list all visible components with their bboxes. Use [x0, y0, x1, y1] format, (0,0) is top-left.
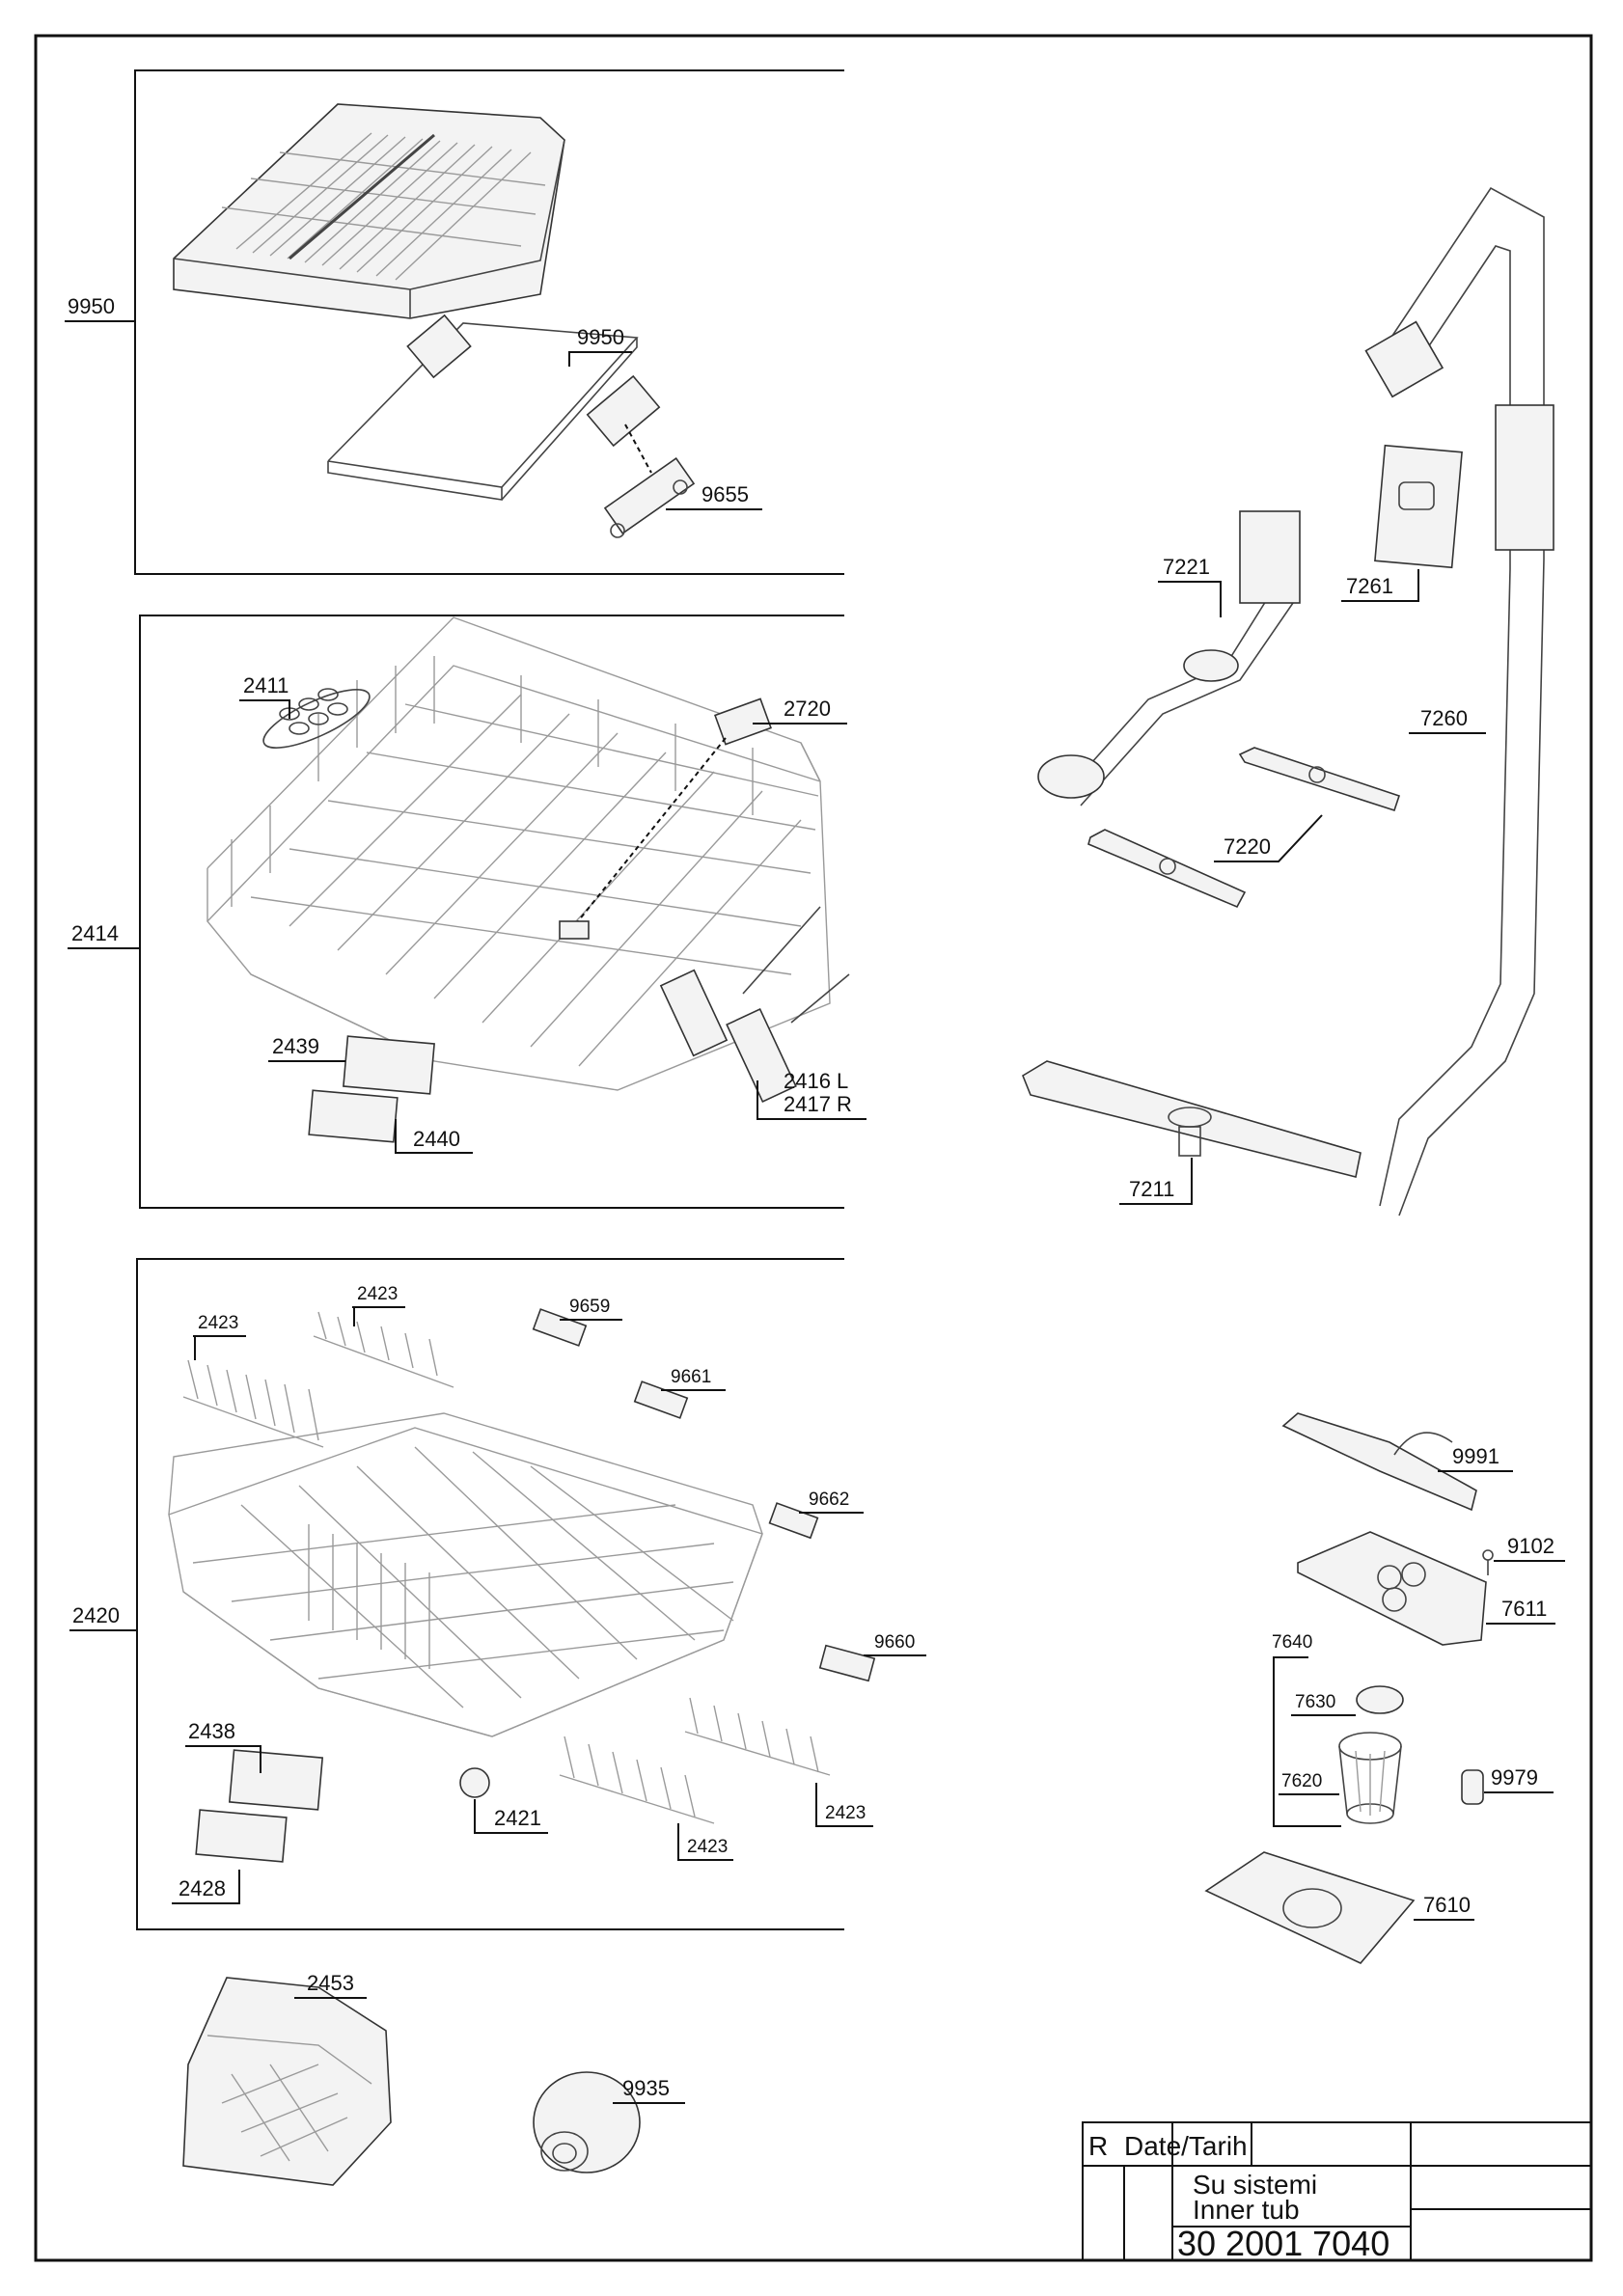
label-2416: 2416 L — [784, 1069, 848, 1093]
latch-2720-drawing — [714, 697, 772, 746]
clip-2439-drawing — [343, 1035, 435, 1095]
callouts: 9950 9950 9655 2414 2411 2720 2439 2440 … — [65, 294, 1565, 2104]
title-block-part-number: 30 2001 7040 — [1177, 2224, 1389, 2263]
clip-drawing — [559, 920, 590, 940]
label-2453: 2453 — [307, 1971, 354, 1995]
label-2428: 2428 — [179, 1876, 226, 1900]
label-2439: 2439 — [272, 1034, 319, 1058]
label-7221: 7221 — [1163, 555, 1210, 579]
filter-7620-drawing — [1338, 1732, 1402, 1824]
filter-7630-drawing — [1356, 1685, 1404, 1714]
cup-shelf-2411-drawing — [262, 688, 371, 749]
label-9655: 9655 — [701, 482, 749, 506]
label-2414: 2414 — [71, 921, 119, 945]
label-7610: 7610 — [1423, 1893, 1471, 1917]
label-9661: 9661 — [671, 1367, 711, 1387]
dash-9655 — [624, 424, 652, 474]
label-9102: 9102 — [1507, 1534, 1554, 1558]
label-9935: 9935 — [622, 2076, 670, 2100]
cap-9935-drawing — [533, 2071, 641, 2173]
holder-2453-drawing — [182, 1977, 392, 2186]
label-7611: 7611 — [1501, 1597, 1547, 1621]
label-7620: 7620 — [1281, 1771, 1322, 1791]
section-bracket-2420 — [136, 1258, 844, 1930]
label-7630: 7630 — [1295, 1692, 1335, 1712]
upper-basket-drawing — [206, 616, 831, 1091]
label-7640: 7640 — [1272, 1632, 1312, 1653]
water-tube-7260-drawing — [1364, 186, 1554, 1216]
label-9660: 9660 — [874, 1632, 915, 1653]
label-9950-left: 9950 — [68, 294, 115, 318]
screw-9102-drawing — [1482, 1549, 1494, 1561]
label-9662: 9662 — [809, 1490, 849, 1510]
section-bracket-2414 — [139, 615, 844, 1209]
spray-arm-7211-drawing — [1022, 1060, 1362, 1178]
clip-2438-drawing — [228, 1749, 324, 1811]
label-2417: 2417 R — [784, 1092, 852, 1116]
title-block-name-tr: Su sistemi — [1193, 2170, 1317, 2200]
dash-2720 — [573, 737, 727, 927]
label-9950-rail: 9950 — [577, 325, 624, 349]
tube-bracket-7261-drawing — [1374, 444, 1463, 569]
tray-rail-drawing — [327, 314, 661, 501]
label-7211: 7211 — [1129, 1177, 1174, 1201]
label-2421: 2421 — [494, 1806, 541, 1830]
tine-row-drawings — [182, 1311, 831, 1824]
microfilter-7610-drawing — [1204, 1851, 1416, 1964]
label-7260: 7260 — [1420, 706, 1468, 730]
valve-9979-drawing — [1461, 1769, 1484, 1805]
spray-pipe-7221-drawing — [1037, 510, 1301, 806]
label-2420: 2420 — [72, 1603, 120, 1627]
label-2411: 2411 — [243, 673, 289, 697]
label-7220: 7220 — [1224, 834, 1271, 859]
title-block: R Date/Tarih Su sistemi Inner tub 30 200… — [1082, 2121, 1592, 2263]
cover-2428-drawing — [195, 1809, 288, 1863]
label-2438: 2438 — [188, 1719, 235, 1743]
label-9979: 9979 — [1491, 1765, 1538, 1790]
title-block-date-label: Date/Tarih — [1124, 2131, 1248, 2161]
spray-arm-7220-drawing — [1087, 747, 1401, 909]
rail-stop-9655-drawing — [603, 456, 696, 538]
title-block-name-en: Inner tub — [1193, 2195, 1300, 2225]
label-2423-b: 2423 — [357, 1284, 398, 1304]
label-2423-a: 2423 — [198, 1313, 238, 1333]
label-2440: 2440 — [413, 1127, 460, 1151]
wheel-2421-drawing — [459, 1767, 490, 1798]
lower-basket-drawing — [168, 1412, 763, 1737]
label-9991: 9991 — [1452, 1444, 1499, 1468]
label-2423-c: 2423 — [687, 1837, 728, 1857]
title-block-rev: R — [1088, 2131, 1108, 2161]
side-panel-2416-drawing — [659, 906, 850, 1103]
small-clip-drawings — [532, 1308, 876, 1682]
spray-arm-9991-drawing — [1281, 1412, 1477, 1512]
cover-2440-drawing — [308, 1089, 399, 1143]
label-9659: 9659 — [569, 1297, 610, 1317]
drawing-frame — [34, 34, 1593, 2262]
plate-7611-drawing — [1297, 1531, 1487, 1646]
cutlery-tray-drawing — [173, 103, 565, 319]
label-7261: 7261 — [1346, 574, 1393, 598]
label-2720: 2720 — [784, 697, 831, 721]
label-2423-d: 2423 — [825, 1803, 866, 1823]
